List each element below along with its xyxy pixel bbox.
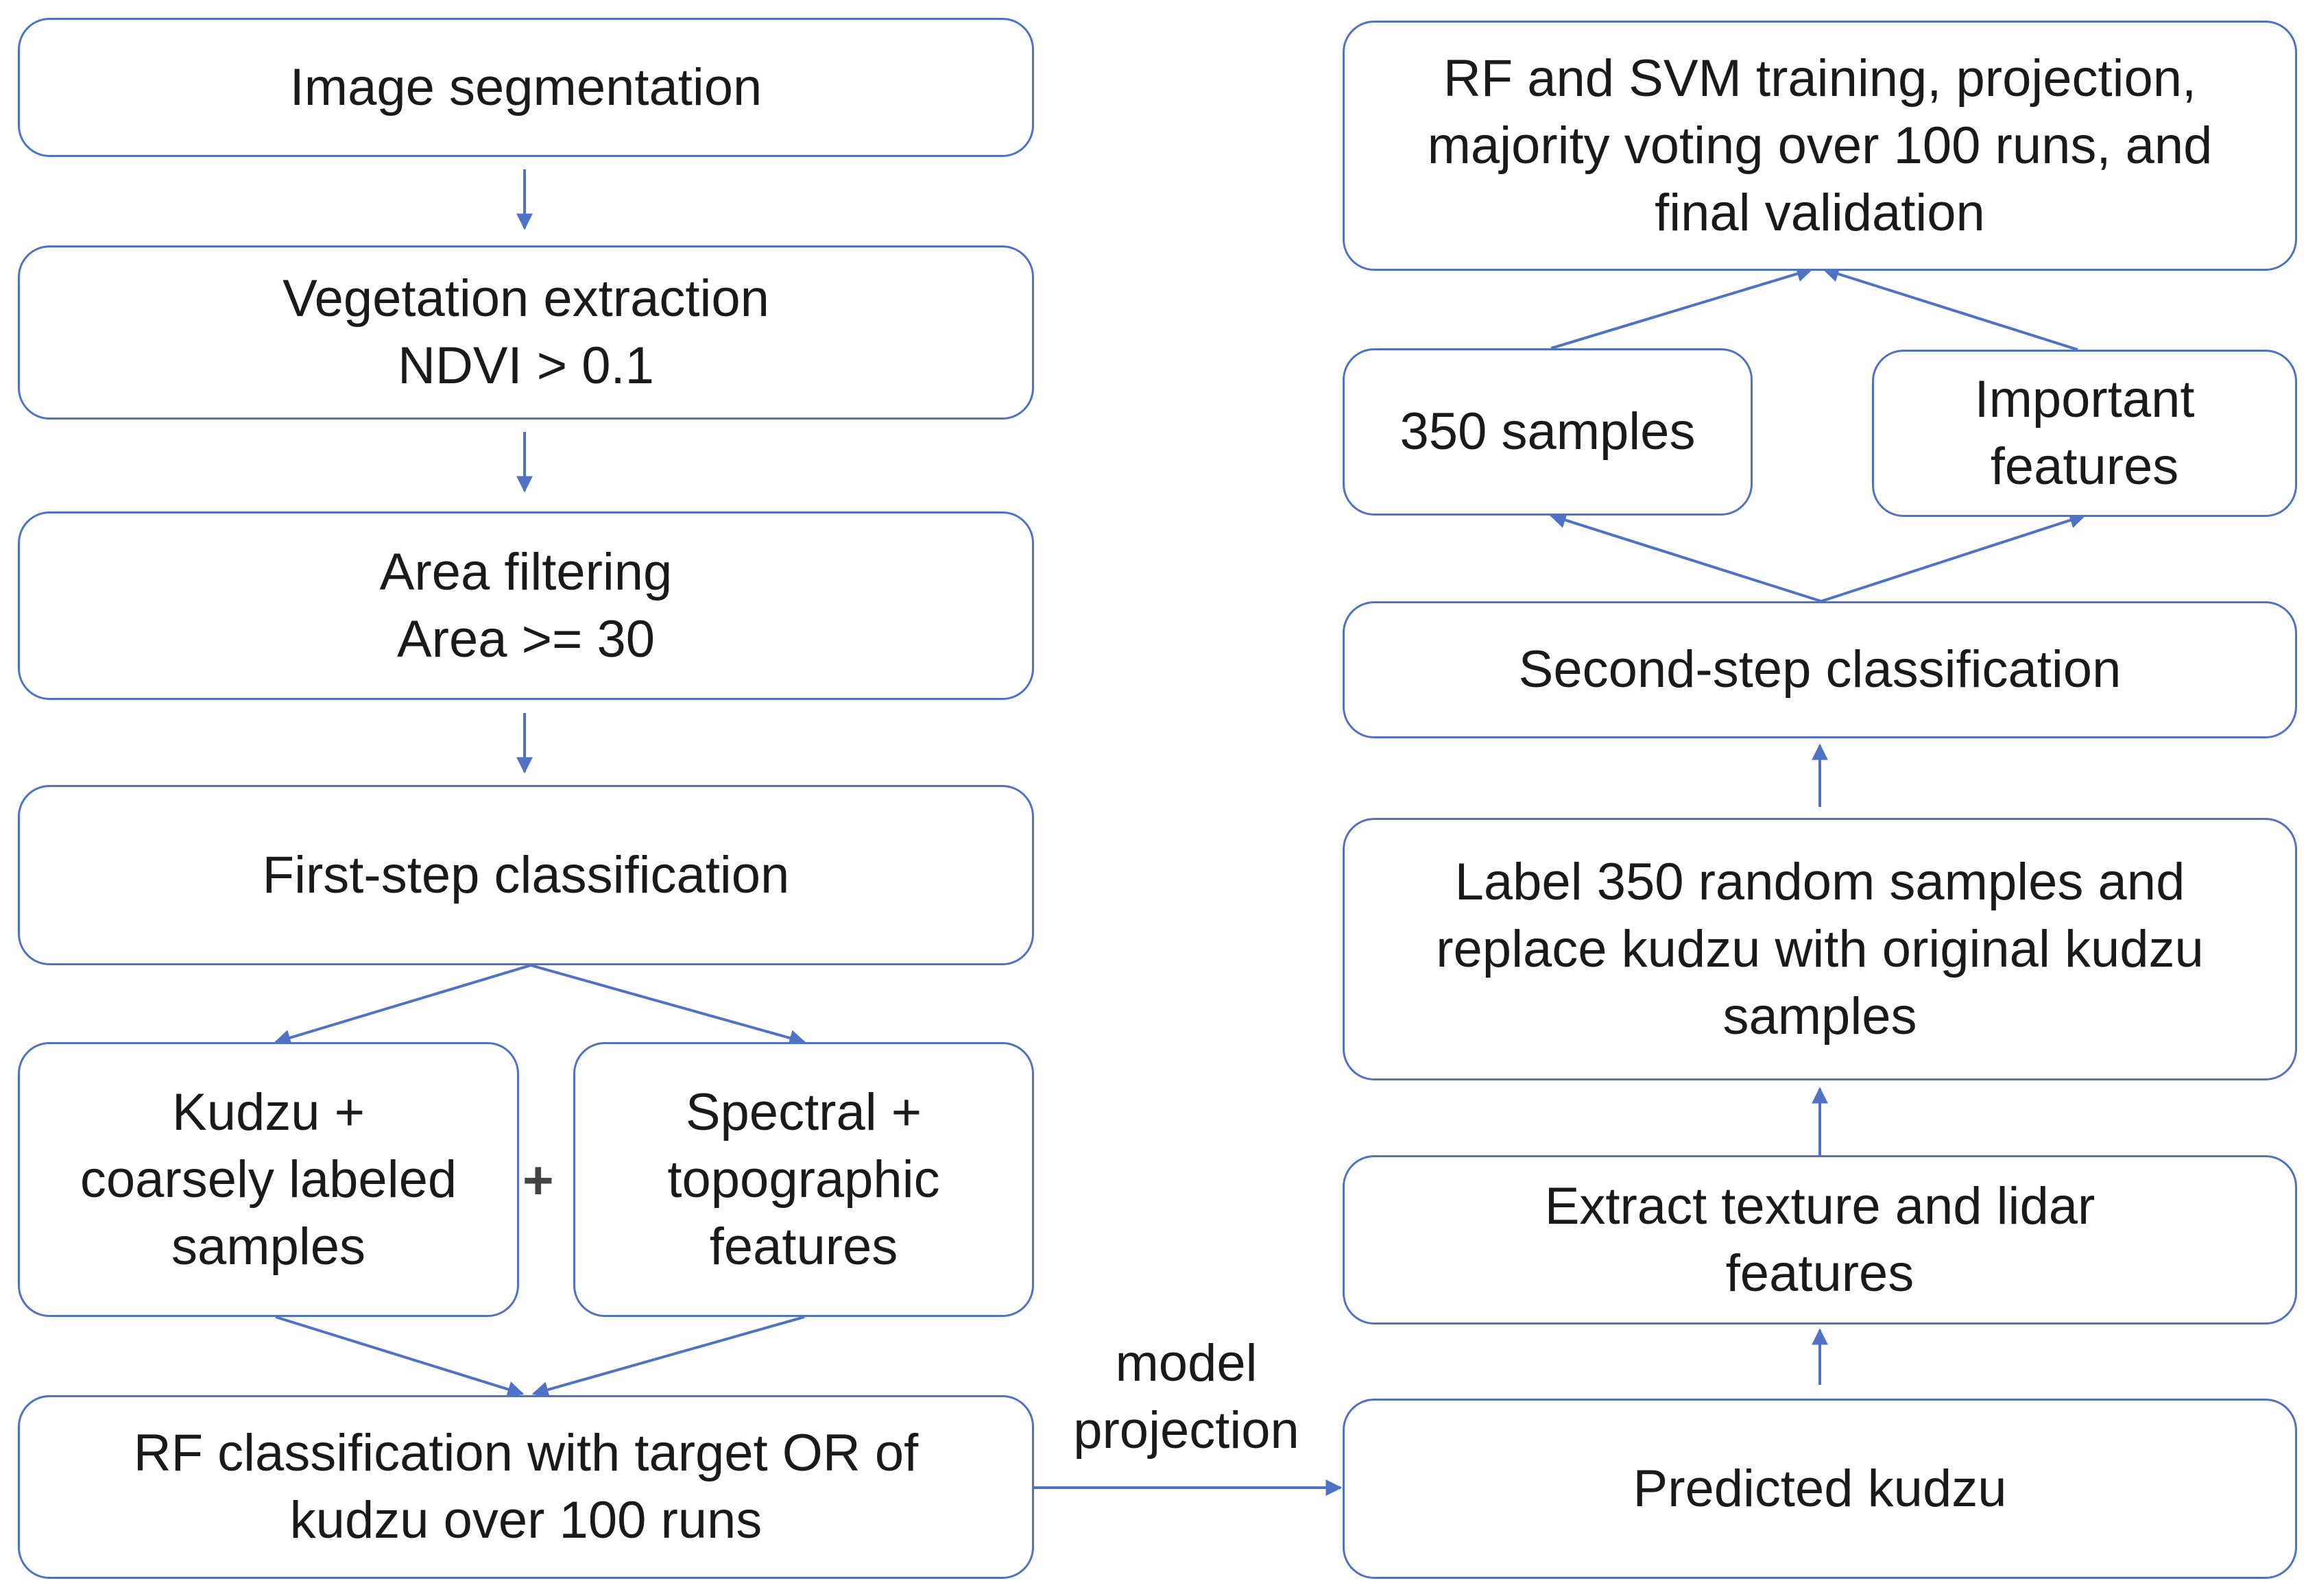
kudzu-samples-label: Kudzu + coarsely labeled samples [80,1083,457,1276]
spectral-features-label: Spectral + topographic features [667,1083,940,1276]
predicted-kudzu-box: Predicted kudzu [1343,1399,2297,1579]
model-projection-label: model projection [1073,1334,1299,1460]
important-features-label: Important features [1974,370,2195,496]
samples-350-box: 350 samples [1343,348,1753,516]
arrow-kudzu-samples-to-rf [275,1316,525,1398]
image-segmentation-box: Image segmentation [18,18,1034,157]
extract-features-label: Extract texture and lidar features [1544,1176,2095,1303]
arrow-spectral-features-to-rf [531,1316,805,1398]
predicted-kudzu-label: Predicted kudzu [1633,1459,2007,1518]
samples-350-label: 350 samples [1400,402,1696,461]
combine-plus-sign: + [523,1150,554,1210]
label-samples-box: Label 350 random samples and replace kud… [1343,818,2297,1080]
rf-classification-box: RF classification with target OR of kudz… [18,1395,1034,1579]
arrow-important-features-to-training [1822,266,2078,351]
image-segmentation-label: Image segmentation [289,58,762,117]
arrow-second-step-to-samples-350 [1549,512,1822,603]
important-features-box: Important features [1872,350,2297,517]
vegetation-extraction-label: Vegetation extraction NDVI > 0.1 [283,269,769,395]
arrow-second-step-to-important-features [1821,512,2087,603]
vegetation-extraction-box: Vegetation extraction NDVI > 0.1 [18,245,1034,420]
second-step-classification-label: Second-step classification [1518,640,2122,699]
arrow-samples-350-to-training [1550,265,1814,350]
spectral-features-box: Spectral + topographic features [573,1042,1034,1317]
first-step-classification-box: First-step classification [18,785,1034,965]
rf-classification-label: RF classification with target OR of kudz… [133,1424,919,1549]
area-filtering-box: Area filtering Area >= 30 [18,511,1034,700]
rf-svm-training-label: RF and SVM training, projection, majorit… [1427,49,2213,242]
area-filtering-label: Area filtering Area >= 30 [379,542,673,668]
arrow-first-step-to-spectral-features [530,964,806,1046]
rf-svm-training-box: RF and SVM training, projection, majorit… [1343,21,2297,271]
second-step-classification-box: Second-step classification [1343,601,2297,738]
extract-features-box: Extract texture and lidar features [1343,1155,2297,1325]
kudzu-samples-box: Kudzu + coarsely labeled samples [18,1042,519,1317]
first-step-classification-label: First-step classification [262,845,790,904]
label-samples-label: Label 350 random samples and replace kud… [1436,852,2204,1045]
arrow-first-step-to-kudzu-samples [274,964,531,1046]
